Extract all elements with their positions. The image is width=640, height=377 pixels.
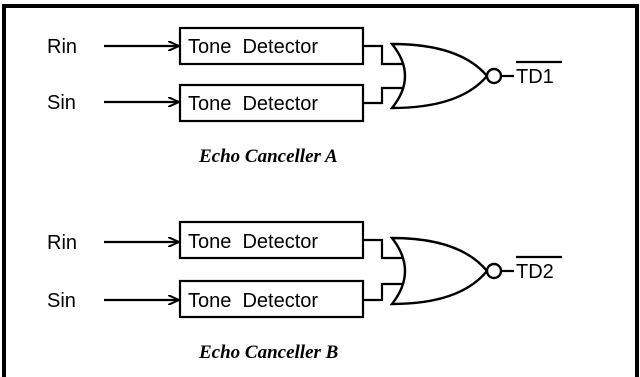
- gate-input-wire: [363, 86, 405, 105]
- tone-detector-label: Tone Detector: [188, 290, 318, 312]
- output-label-td2: TD2: [516, 261, 554, 283]
- nor-gate: [389, 42, 489, 110]
- input-label-sin: Sin: [47, 92, 76, 114]
- caption-canceller-b: Echo Canceller B: [198, 342, 338, 363]
- input-label-rin: Rin: [47, 232, 77, 254]
- canceller-b: Rin Tone Detector Sin Tone Detector TD2 …: [47, 220, 562, 363]
- gate-input-wire: [363, 238, 405, 260]
- tone-detector-box: [178, 83, 365, 123]
- tone-detector-label: Tone Detector: [188, 231, 318, 253]
- gate-input-wire: [363, 44, 405, 66]
- tone-detector-box: [178, 279, 365, 319]
- gate-input-wire: [363, 282, 405, 302]
- output-label-td1: TD1: [516, 66, 554, 88]
- nor-gate-bubble: [485, 67, 503, 85]
- nor-gate-bubble: [485, 262, 503, 280]
- canceller-a: Rin Tone Detector Sin Tone Detector TD1 …: [47, 26, 562, 167]
- tone-detector-label: Tone Detector: [188, 93, 318, 115]
- input-label-rin: Rin: [47, 36, 77, 58]
- caption-canceller-a: Echo Canceller A: [198, 146, 338, 167]
- nor-gate: [389, 236, 489, 306]
- diagram-frame: [2, 4, 639, 377]
- tone-detector-label: Tone Detector: [188, 36, 318, 58]
- input-label-sin: Sin: [47, 290, 76, 312]
